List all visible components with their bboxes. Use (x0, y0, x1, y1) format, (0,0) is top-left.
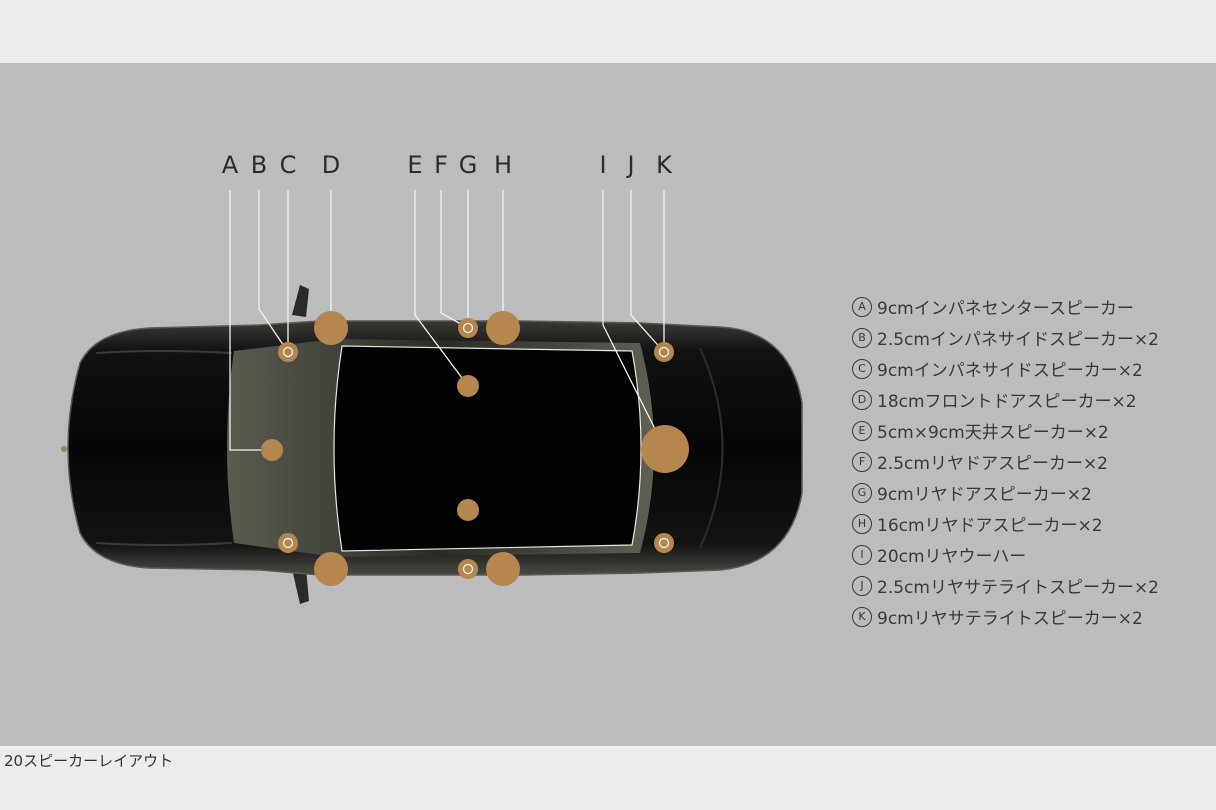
label-a: A (222, 151, 239, 179)
label-k: K (656, 151, 673, 179)
diagram-panel: A B C D E F G H I J K (0, 63, 1216, 746)
speaker-b-upper (278, 342, 298, 362)
speaker-d-lower (314, 552, 348, 586)
legend-mark: E (852, 421, 872, 441)
legend-text: 2.5cmリヤドアスピーカー×2 (877, 454, 1109, 474)
legend-text: 9cmインパネセンタースピーカー (877, 299, 1134, 319)
legend-text: 9cmインパネサイドスピーカー×2 (877, 361, 1143, 381)
speaker-b-lower (278, 533, 298, 553)
figure-caption: 20スピーカーレイアウト (4, 752, 174, 770)
label-g: G (459, 151, 478, 179)
speaker-a (261, 439, 283, 461)
legend-text: 2.5cmインパネサイドスピーカー×2 (877, 330, 1160, 350)
legend-mark: G (852, 483, 872, 503)
label-d: D (322, 151, 340, 179)
leader-lines (229, 190, 666, 451)
label-e: E (407, 151, 422, 179)
label-b: B (251, 151, 267, 179)
speaker-d-upper (314, 311, 348, 345)
legend-text: 9cmリヤドアスピーカー×2 (877, 485, 1092, 505)
legend-text: 16cmリヤドアスピーカー×2 (877, 516, 1103, 536)
legend-mark: C (852, 359, 872, 379)
legend-text: 20cmリヤウーハー (877, 547, 1027, 567)
legend-mark: F (852, 452, 872, 472)
speaker-f-lower (458, 559, 478, 579)
legend-mark: K (852, 607, 872, 627)
label-c: C (280, 151, 297, 179)
speaker-tweeter-rings (282, 322, 670, 575)
hood-ornament (61, 446, 67, 452)
speakers (261, 311, 689, 586)
speaker-j-upper (654, 342, 674, 362)
speaker-f-upper (458, 318, 478, 338)
speaker-h-lower (486, 552, 520, 586)
speaker-layout-diagram: A B C D E F G H I J K (61, 151, 803, 604)
speaker-e-lower (457, 499, 479, 521)
legend-text: 2.5cmリヤサテライトスピーカー×2 (877, 578, 1160, 598)
right-mirror (292, 568, 309, 604)
speaker-j-lower (654, 533, 674, 553)
legend-text: 18cmフロントドアスピーカー×2 (877, 392, 1137, 412)
car-top-view (61, 285, 803, 604)
left-mirror (292, 285, 309, 317)
speaker-h-upper (486, 311, 520, 345)
label-j: J (625, 151, 634, 179)
label-i: I (599, 151, 606, 179)
legend-mark: J (852, 576, 872, 596)
legend-mark: I (852, 545, 872, 565)
car-roof (333, 345, 642, 552)
label-h: H (494, 151, 512, 179)
legend-text: 5cm×9cm天井スピーカー×2 (877, 423, 1109, 443)
legend-mark: B (852, 328, 872, 348)
speaker-letter-labels: A B C D E F G H I J K (222, 151, 673, 179)
speaker-e-upper (457, 375, 479, 397)
speaker-i (641, 425, 689, 473)
legend-mark: D (852, 390, 872, 410)
legend-mark: H (852, 514, 872, 534)
label-f: F (434, 151, 448, 179)
legend-mark: A (852, 297, 872, 317)
legend-text: 9cmリヤサテライトスピーカー×2 (877, 609, 1143, 629)
